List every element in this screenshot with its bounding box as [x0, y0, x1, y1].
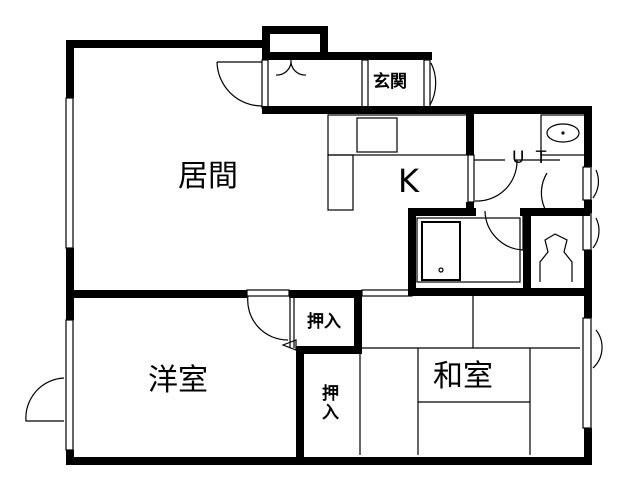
western-door-swing: [247, 294, 289, 341]
bath-door-swing: [484, 210, 524, 251]
entrance-label: 玄関: [373, 72, 407, 92]
kitchen-label: K: [398, 162, 419, 200]
storage-door-swing: [275, 59, 307, 76]
entrance-door-swing: [429, 62, 437, 106]
closet-lower-label: 押入: [318, 384, 338, 422]
ut-door-swing: [474, 159, 518, 202]
living-door-swing: [216, 61, 263, 107]
closet-upper-label: 押入: [307, 312, 341, 332]
utility-label: U T: [512, 148, 550, 168]
western-room-label: 洋室: [148, 363, 208, 398]
japanese-room-label: 和室: [433, 359, 493, 394]
toilet-door-swing: [540, 172, 548, 210]
japanese-window-swing: [592, 329, 603, 369]
western-window-swing: [25, 377, 65, 422]
living-room-label: 居間: [178, 159, 238, 194]
